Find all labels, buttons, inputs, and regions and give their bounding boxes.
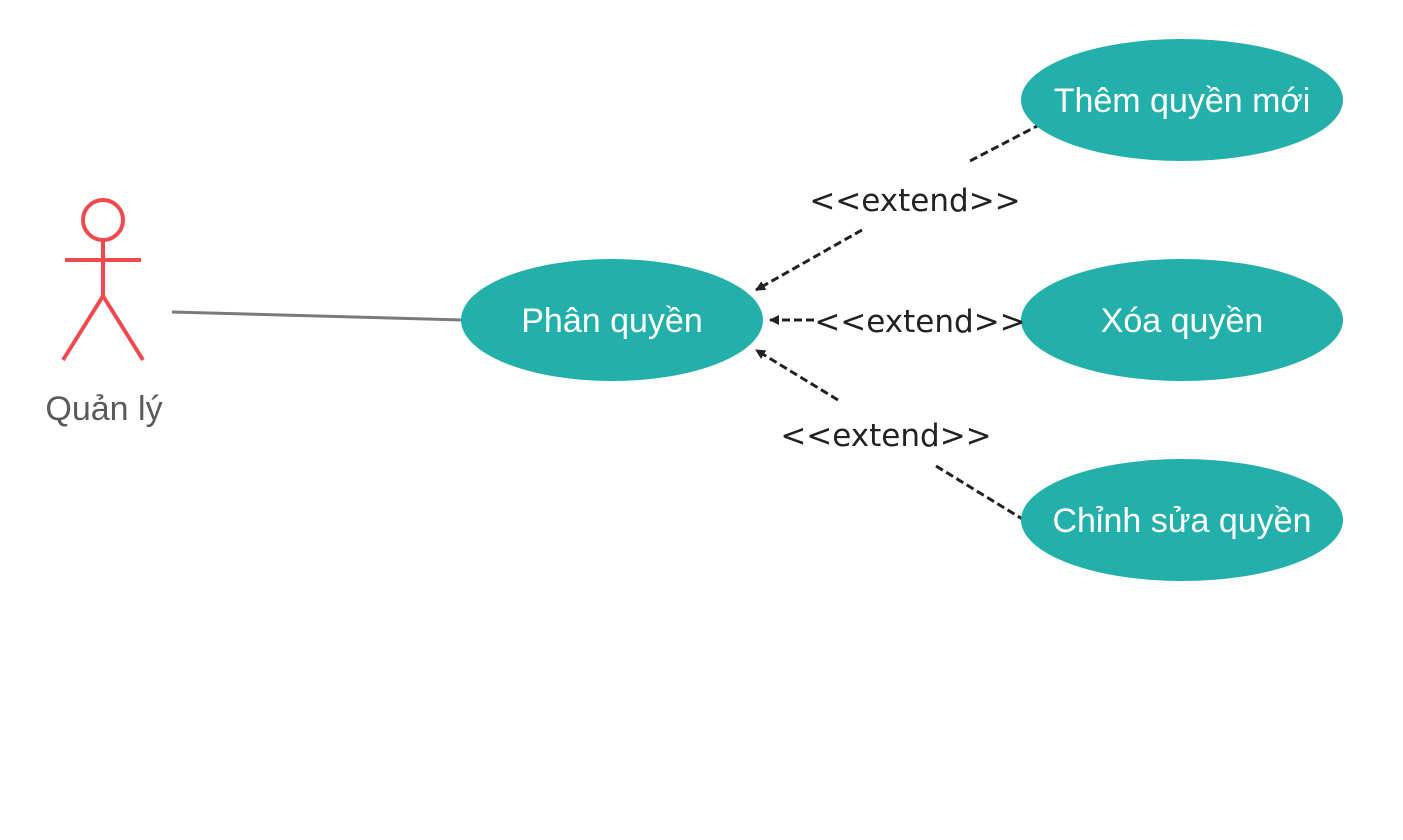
- extend-edge-add: [755, 122, 1042, 292]
- extend-line-add-upper: [967, 122, 1042, 164]
- extend-line-edit-upper: [755, 348, 839, 402]
- use-case-shape: [461, 259, 763, 381]
- use-case-shape: [1021, 259, 1343, 381]
- extend-label-delete: <<extend>>: [814, 304, 1025, 340]
- use-case-phan-quyen[interactable]: Phân quyền: [461, 259, 763, 381]
- association-line: [171, 310, 463, 322]
- actor-left-leg: [61, 294, 105, 362]
- actor-head: [81, 198, 125, 242]
- extend-line-add-lower: [755, 228, 863, 292]
- extend-line-edit-lower: [935, 464, 1025, 522]
- use-case-shape: [1021, 39, 1343, 161]
- use-case-chinh-sua-quyen[interactable]: Chỉnh sửa quyền: [1021, 459, 1343, 581]
- extend-label-edit: <<extend>>: [780, 418, 991, 454]
- use-case-label: Phân quyền: [521, 302, 703, 340]
- use-case-xoa-quyen[interactable]: Xóa quyền: [1021, 259, 1343, 381]
- use-case-label: Chỉnh sửa quyền: [1052, 502, 1311, 540]
- actor-figure[interactable]: [61, 198, 145, 362]
- use-case-label: Xóa quyền: [1101, 302, 1264, 340]
- use-case-label: Thêm quyền mới: [1054, 82, 1311, 120]
- extend-edge-edit: [755, 348, 1025, 522]
- actor-right-leg: [101, 294, 145, 362]
- use-case-them-quyen-moi[interactable]: Thêm quyền mới: [1021, 39, 1343, 161]
- use-case-shape: [1021, 459, 1343, 581]
- extend-label-add: <<extend>>: [809, 183, 1020, 219]
- actor-label: Quản lý: [45, 390, 162, 428]
